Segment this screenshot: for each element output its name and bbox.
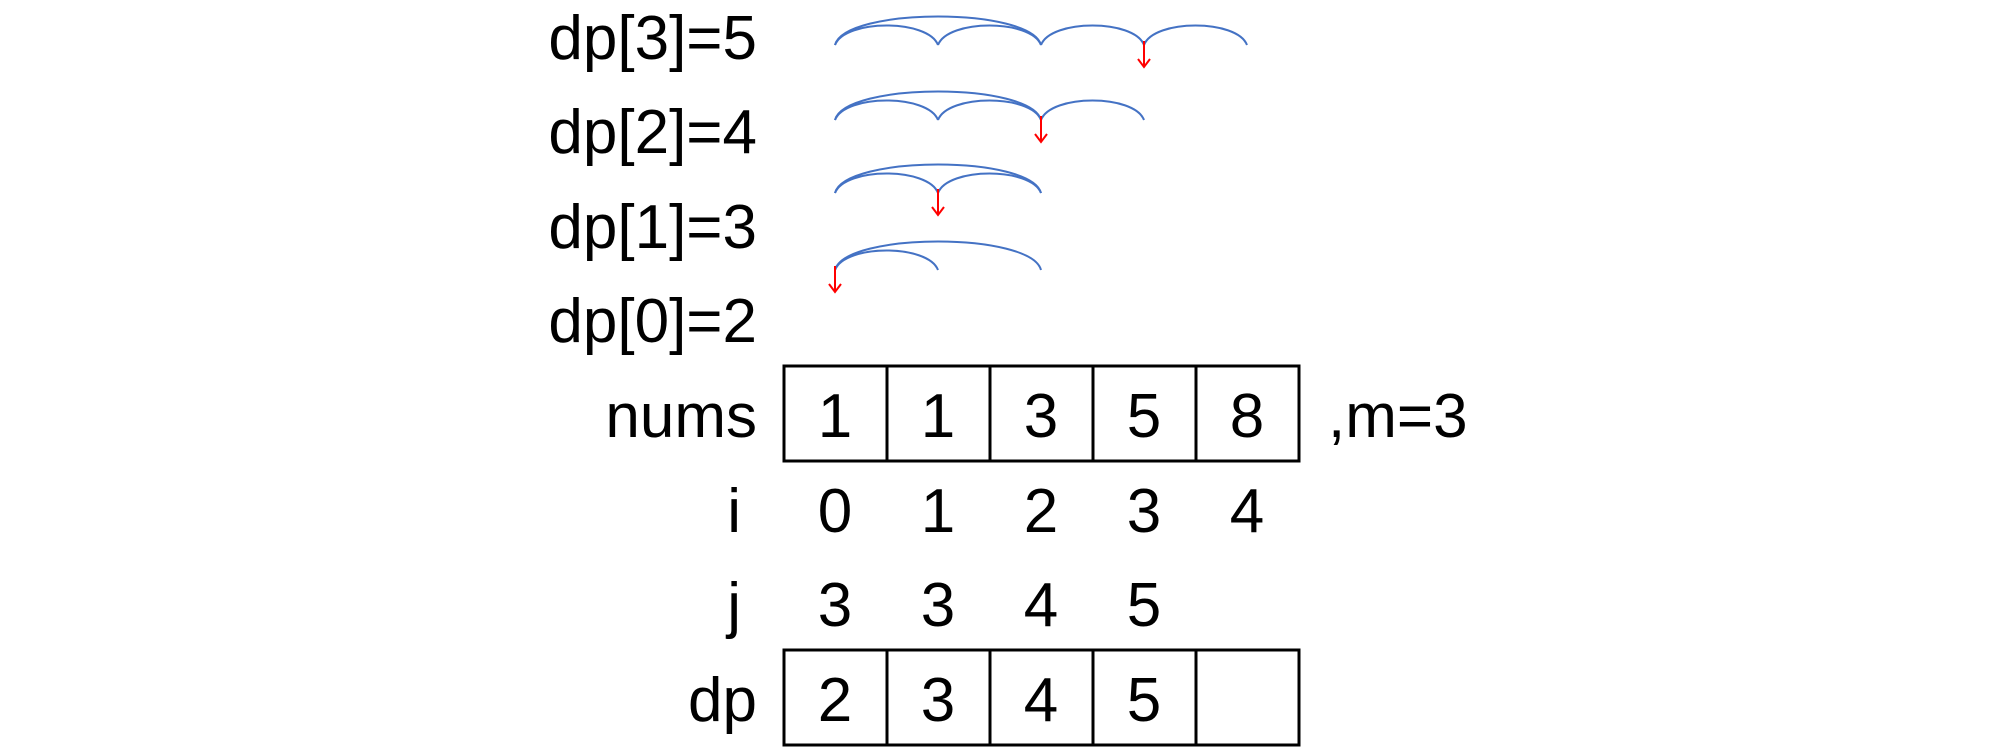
dp-row-3-arc-4 — [1143, 24, 1248, 46]
dp-row-1-arrow — [931, 189, 945, 217]
dp-cell-3 — [1091, 648, 1198, 747]
nums-value-1: 1 — [921, 382, 955, 451]
dp-row-label-2: dp[2]=4 — [548, 98, 757, 167]
dp-value-3: 5 — [1127, 666, 1161, 735]
dp-row-label-1: dp[1]=3 — [548, 193, 757, 262]
dp-row-3-arc-3 — [1040, 24, 1145, 46]
transition-arcs — [828, 15, 1248, 294]
nums-cell-0 — [782, 364, 889, 463]
j-value-1: 3 — [921, 571, 955, 640]
dp-row-2-arrow — [1034, 116, 1048, 144]
nums-row-label: nums — [605, 382, 757, 451]
dp-cell-2 — [988, 648, 1095, 747]
dp-row-3-arrow — [1137, 41, 1151, 69]
nums-cell-4 — [1194, 364, 1301, 463]
nums-value-2: 3 — [1024, 382, 1058, 451]
dp-cell-0 — [782, 648, 889, 747]
dp-row-3-arc-0 — [834, 15, 1042, 46]
dp-row-2-arc-1 — [834, 99, 939, 121]
dp-row-2-arc-3 — [1040, 99, 1145, 121]
i-value-2: 2 — [1024, 477, 1058, 546]
i-value-4: 4 — [1230, 477, 1264, 546]
j-value-2: 4 — [1024, 571, 1058, 640]
dp-row-2-arc-0 — [834, 90, 1042, 121]
i-value-1: 1 — [921, 477, 955, 546]
dp-value-1: 3 — [921, 666, 955, 735]
i-value-0: 0 — [818, 477, 852, 546]
nums-array: 1 1 3 5 8 — [782, 364, 1301, 463]
dp-row-3-arc-1 — [834, 24, 939, 46]
dp-row-0-arrow — [828, 266, 842, 294]
m-parameter: ,m=3 — [1328, 382, 1468, 451]
dp-row-label-3: dp[3]=5 — [548, 4, 757, 73]
nums-cell-1 — [885, 364, 992, 463]
j-value-3: 5 — [1127, 571, 1161, 640]
nums-value-4: 8 — [1230, 382, 1264, 451]
nums-value-3: 5 — [1127, 382, 1161, 451]
dp-cell-1 — [885, 648, 992, 747]
nums-cell-2 — [988, 364, 1095, 463]
dp-cell-4 — [1194, 648, 1301, 747]
dp-row-1-arc-2 — [937, 172, 1042, 194]
dp-value-2: 4 — [1024, 666, 1058, 735]
dp-row-0-arc-1 — [834, 249, 939, 271]
dp-row-0-arc-0 — [834, 240, 1042, 271]
i-row-label: i — [727, 477, 741, 546]
dp-array: 2 3 4 5 — [782, 648, 1301, 747]
dp-array-label: dp — [688, 666, 757, 735]
dp-row-1-arc-0 — [834, 163, 1042, 194]
dp-row-2-arc-2 — [937, 99, 1042, 121]
dp-row-label-0: dp[0]=2 — [548, 287, 757, 356]
j-value-0: 3 — [818, 571, 852, 640]
j-row-label: j — [725, 571, 741, 640]
dp-row-3-arc-2 — [937, 24, 1042, 46]
dp-row-1-arc-1 — [834, 172, 939, 194]
i-value-3: 3 — [1127, 477, 1161, 546]
dp-value-0: 2 — [818, 666, 852, 735]
nums-value-0: 1 — [818, 382, 852, 451]
